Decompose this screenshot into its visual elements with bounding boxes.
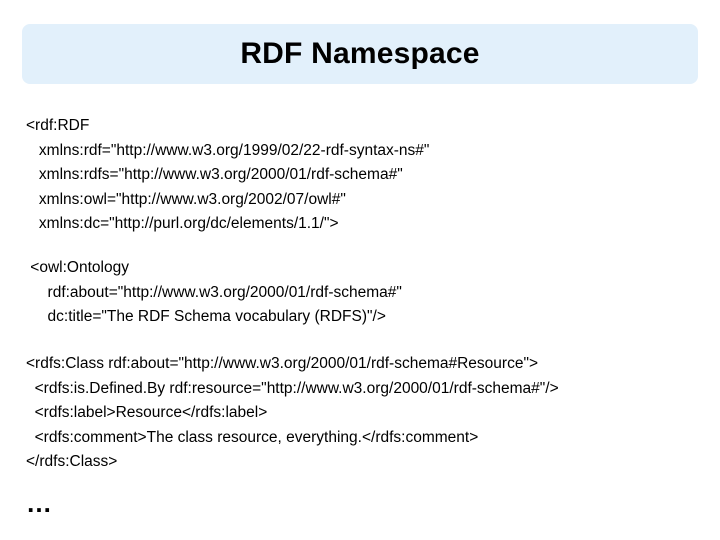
code-block-owl-ontology: <owl:Ontology rdf:about="http://www.w3.o… bbox=[30, 259, 402, 325]
title-banner: RDF Namespace bbox=[22, 24, 698, 84]
code-block-rdf-root: <rdf:RDF xmlns:rdf="http://www.w3.org/19… bbox=[26, 117, 430, 232]
code-block-rdfs-class: <rdfs:Class rdf:about="http://www.w3.org… bbox=[26, 355, 559, 470]
ellipsis-continuation: … bbox=[26, 488, 54, 518]
page-title: RDF Namespace bbox=[240, 37, 480, 70]
